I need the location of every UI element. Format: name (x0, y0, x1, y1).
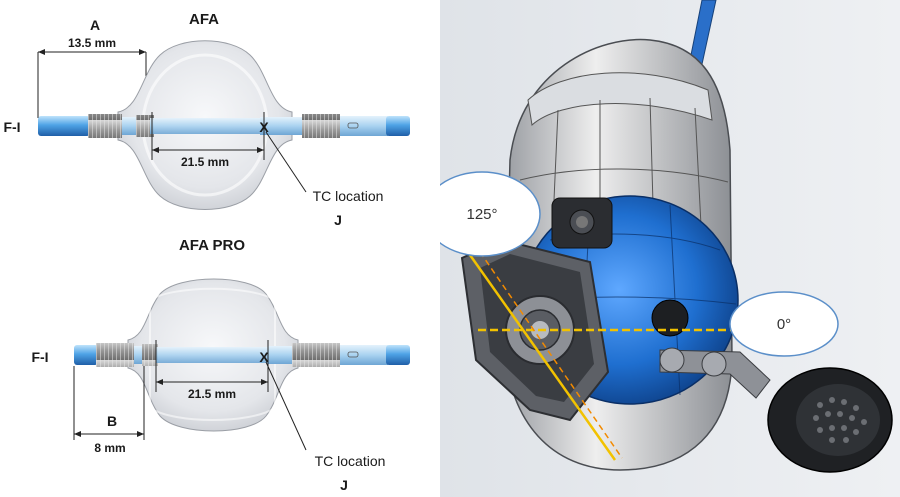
afa-pro-shaft-left (74, 345, 98, 365)
balloon-diagrams: AFA A 13.5 mm F-I 21.5 mm X TC locat (3, 11, 410, 493)
afa-pro-tc-leader (265, 361, 307, 451)
catheter-side-sensor (651, 299, 689, 337)
afa-pro-dim-b-value: 8 mm (94, 441, 125, 455)
afa-side-label: F-I (3, 119, 20, 135)
afa-tc-mark: X (259, 119, 269, 135)
angle-0-label: 0° (777, 316, 791, 333)
afa-title: AFA (189, 11, 219, 28)
angle-0-bubble (729, 291, 839, 357)
afa-pro-dim-inner-value: 21.5 mm (188, 387, 236, 401)
catheter-3d-view: 125° 0° (440, 0, 900, 497)
angle-125-label: 125° (466, 206, 497, 223)
afa-pro-j-label: J (340, 477, 348, 493)
afa-dim-inner-value: 21.5 mm (181, 155, 229, 169)
afa-shaft-left (38, 116, 90, 136)
afa-pro-tc-mark: X (259, 349, 269, 365)
afa-pro-label-b: B (107, 413, 117, 429)
guide-line-125deg-secondary (479, 251, 623, 459)
afa-inner-shaft (150, 118, 260, 134)
afa-tc-label: TC location (313, 188, 384, 204)
afa-label-a: A (90, 17, 100, 33)
afa-pro-tc-label: TC location (315, 453, 386, 469)
afa-pro-inner-shaft (156, 347, 268, 363)
afa-diagram: AFA A 13.5 mm F-I 21.5 mm X TC locat (3, 11, 410, 228)
afa-pro-shaft-tip (386, 345, 410, 365)
guide-line-125deg (468, 254, 617, 461)
afa-pro-side-label: F-I (31, 349, 48, 365)
afa-tc-leader (265, 131, 307, 193)
afa-pro-diagram: AFA PRO F-I 21.5 mm B 8 mm X TC loc (31, 237, 410, 493)
afa-pro-title: AFA PRO (179, 237, 245, 254)
afa-shaft-tip (386, 116, 410, 136)
afa-dim-a-value: 13.5 mm (68, 36, 116, 50)
angle-125-bubble (440, 171, 541, 257)
afa-j-label: J (334, 212, 342, 228)
